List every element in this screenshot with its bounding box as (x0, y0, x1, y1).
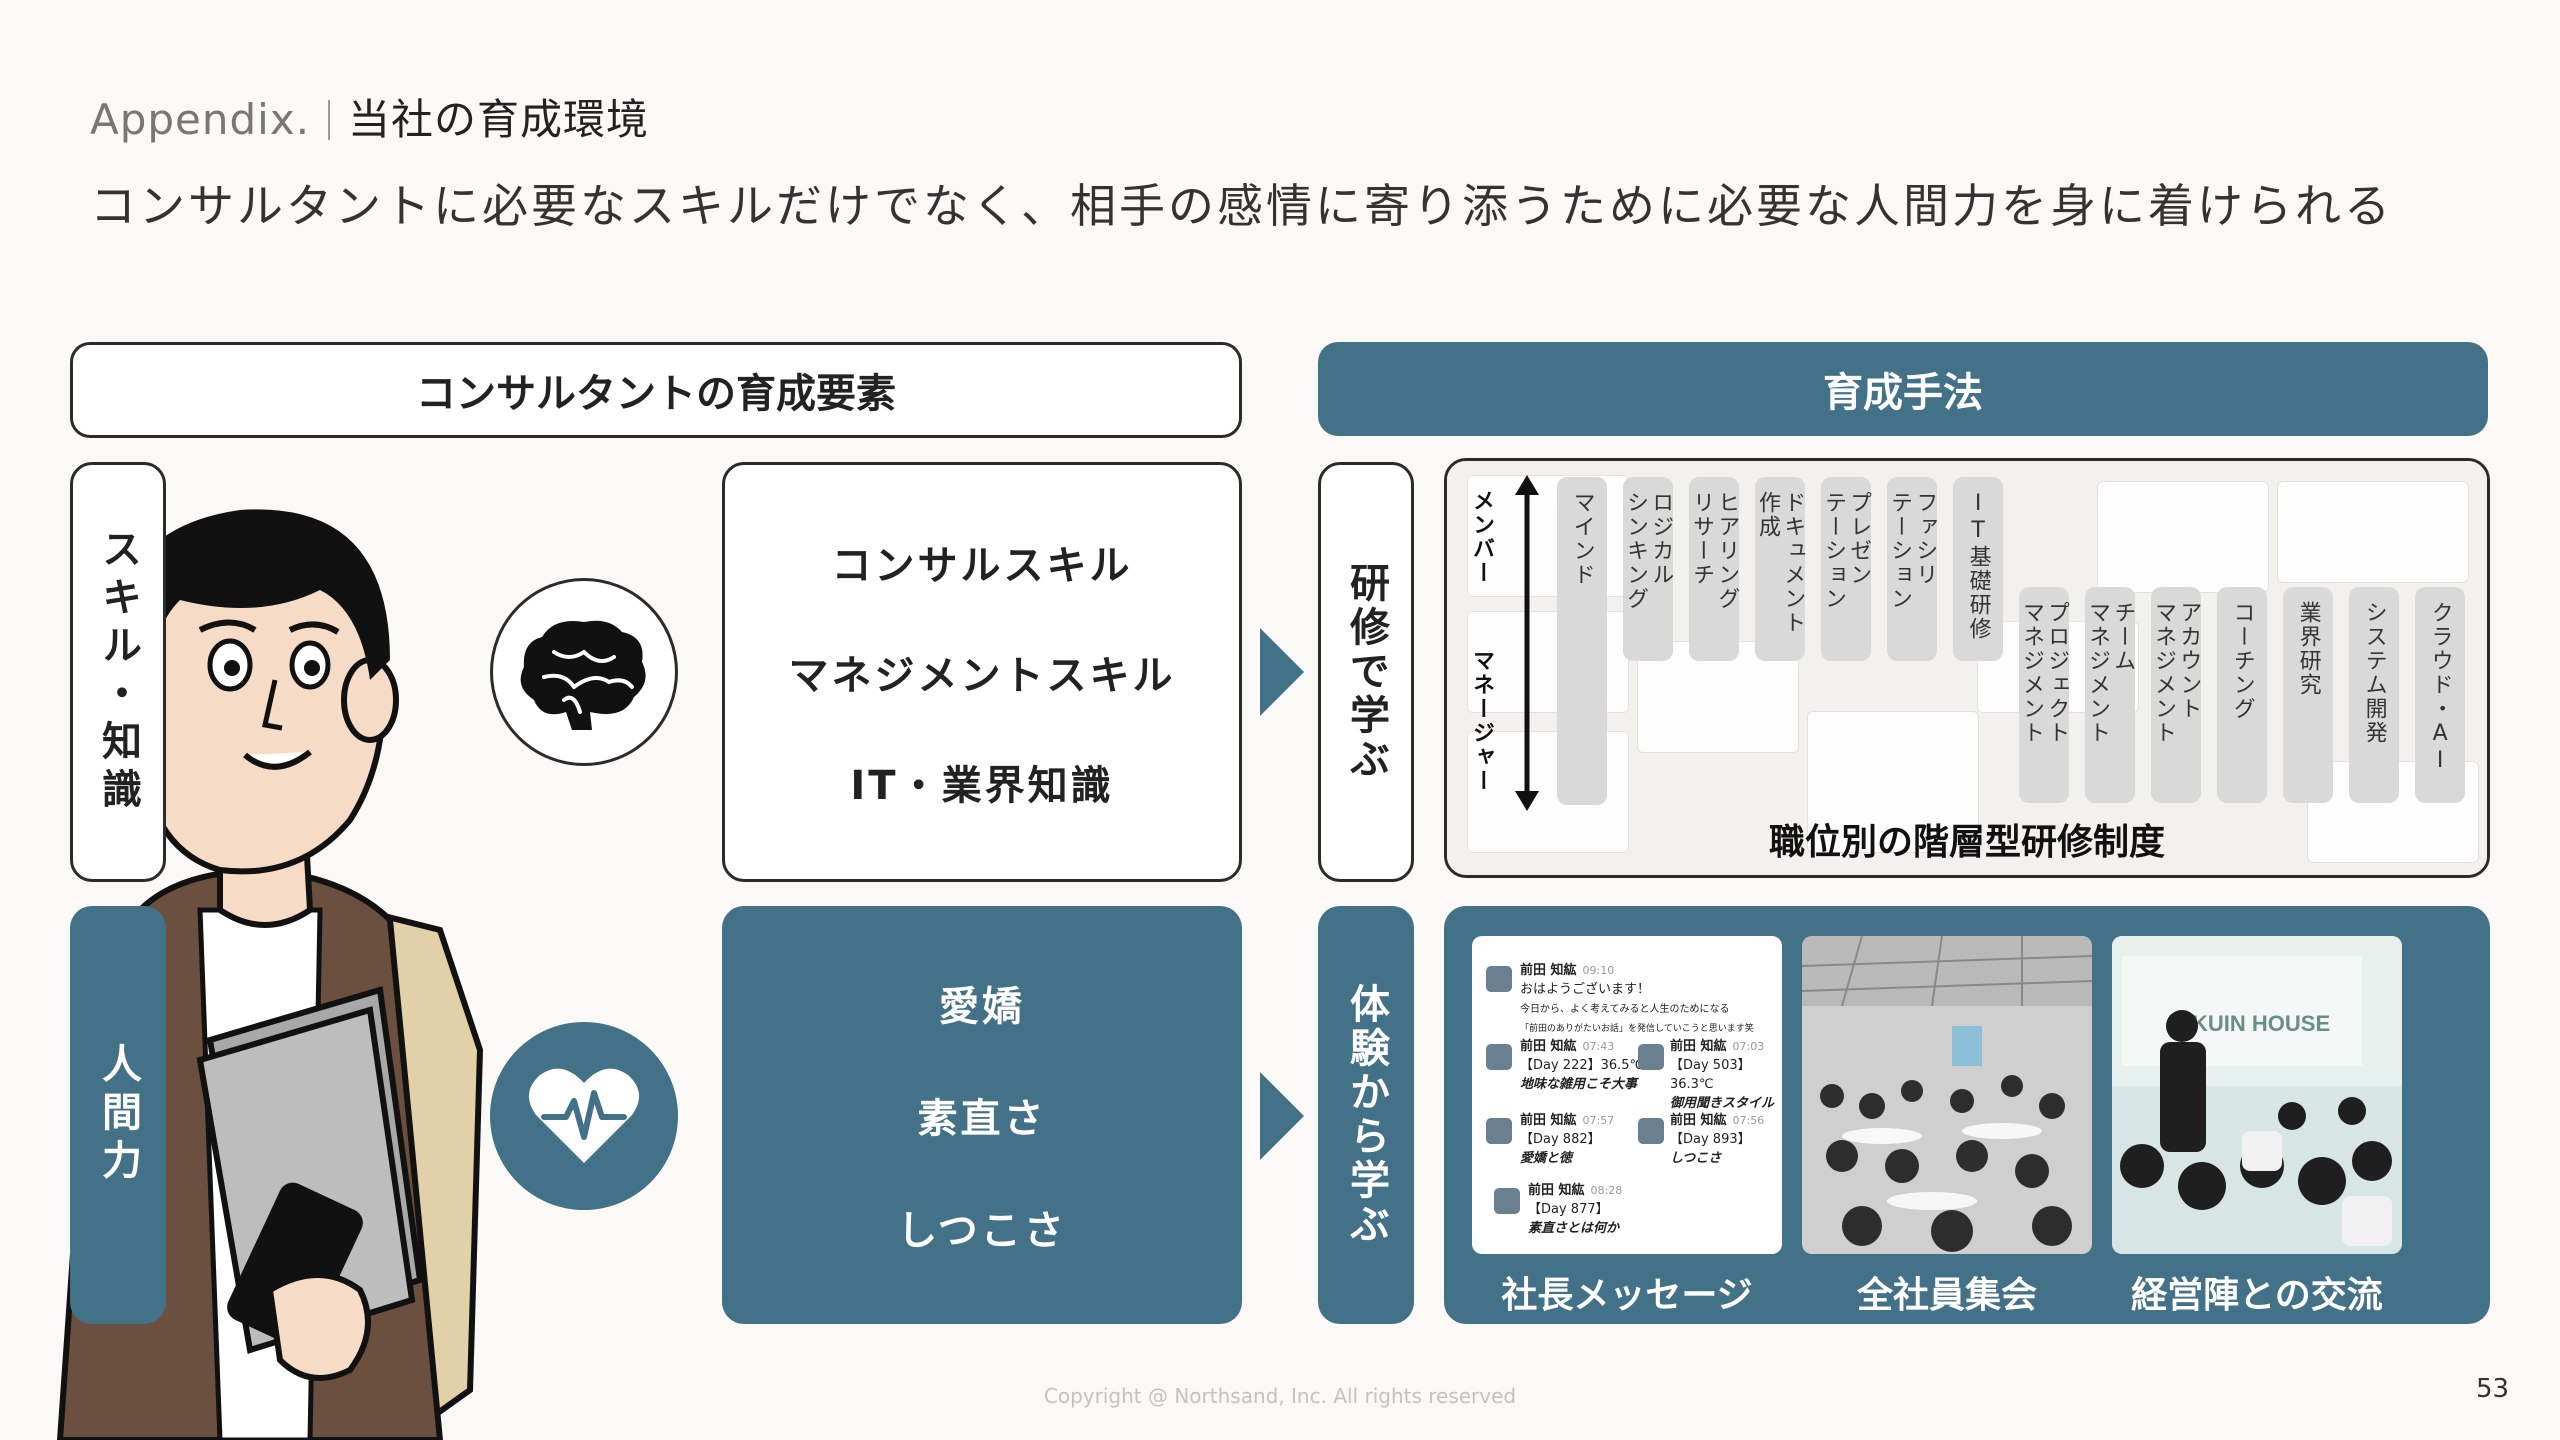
program-pill: システム開発 (2349, 587, 2399, 803)
page-title: 当社の育成環境 (348, 95, 650, 144)
page-number: 53 (2476, 1374, 2510, 1404)
human-qualities-list: 愛嬌 素直さ しつこさ (722, 906, 1242, 1324)
all-hands-photo (1802, 936, 2092, 1254)
avatar (1638, 1044, 1664, 1070)
photo-sign: KUIN HOUSE (2192, 1011, 2330, 1036)
program-pill: ファシリ テーション (1887, 477, 1937, 661)
skill-item: コンサルスキル (831, 543, 1133, 589)
appendix-label: Appendix. (90, 95, 311, 144)
human-category-label: 人間力 (70, 906, 166, 1324)
program-pill: ドキュメント 作成 (1755, 477, 1805, 661)
human-category-text: 人間力 (95, 1043, 141, 1187)
heart-pulse-icon (490, 1022, 678, 1210)
axis-bottom-label: マネージャー (1469, 649, 1494, 793)
experience-method-label: 体験から学ぶ (1318, 906, 1414, 1324)
quality-item: しつこさ (897, 1208, 1067, 1254)
skills-list: コンサルスキル マネジメントスキル IT・業界知識 (722, 462, 1242, 882)
copyright: Copyright @ Northsand, Inc. All rights r… (1043, 1384, 1517, 1408)
person-illustration (56, 509, 484, 1440)
avatar (1486, 966, 1512, 992)
skill-category-text: スキル・知識 (95, 528, 141, 816)
training-method-label: 研修で学ぶ (1318, 462, 1414, 882)
avatar (1638, 1118, 1664, 1144)
arrow-right-icon (1260, 1072, 1304, 1160)
experience-method-text: 体験から学ぶ (1343, 983, 1389, 1247)
arrow-right-icon (1260, 628, 1304, 716)
program-pill: クラウド・AI (2415, 587, 2465, 803)
program-pill: 業界研究 (2283, 587, 2333, 803)
page-subtitle: コンサルタントに必要なスキルだけでなく、相手の感情に寄り添うために必要な人間力を… (90, 179, 2393, 233)
brain-icon (490, 578, 678, 766)
program-pill: マインド (1557, 477, 1607, 805)
avatar (1486, 1044, 1512, 1070)
axis-top-label: メンバー (1469, 489, 1494, 585)
skill-category-label: スキル・知識 (70, 462, 166, 882)
avatar (1494, 1188, 1520, 1214)
skill-item: IT・業界知識 (850, 763, 1114, 809)
leadership-caption: 経営陣との交流 (2131, 1275, 2383, 1316)
program-pill: プロジェクト マネジメント (2019, 587, 2069, 803)
level-axis-arrow (1515, 475, 1539, 811)
divider (328, 100, 331, 140)
elements-heading: コンサルタントの育成要素 (70, 342, 1242, 438)
leadership-exchange-photo: KUIN HOUSE (2112, 936, 2402, 1254)
quality-item: 素直さ (917, 1096, 1047, 1142)
program-pill: プレゼン テーション (1821, 477, 1871, 661)
program-pill: コーチング (2217, 587, 2267, 803)
training-method-text: 研修で学ぶ (1343, 562, 1389, 782)
avatar (1486, 1118, 1512, 1144)
ceo-message-caption: 社長メッセージ (1501, 1275, 1753, 1316)
program-pill: チーム マネジメント (2085, 587, 2135, 803)
quality-item: 愛嬌 (939, 984, 1025, 1030)
methods-heading-text: 育成手法 (1823, 370, 1983, 416)
section-label: Appendix. 当社の育成環境 (90, 86, 649, 147)
program-pill: IT基礎研修 (1953, 477, 2003, 661)
training-caption: 職位別の階層型研修制度 (1768, 822, 2165, 863)
elements-heading-text: コンサルタントの育成要素 (416, 371, 896, 417)
program-pill: アカウント マネジメント (2151, 587, 2201, 803)
skill-item: マネジメントスキル (788, 653, 1176, 699)
program-pill: ロジカル シンキング (1623, 477, 1673, 661)
program-pill: ヒアリング リサーチ (1689, 477, 1739, 661)
all-hands-caption: 全社員集会 (1856, 1275, 2037, 1316)
methods-heading: 育成手法 (1318, 342, 2488, 436)
training-panel: メンバー マネージャー マインド ロジカル シンキング ヒアリング リサーチ ド… (1444, 458, 2490, 878)
